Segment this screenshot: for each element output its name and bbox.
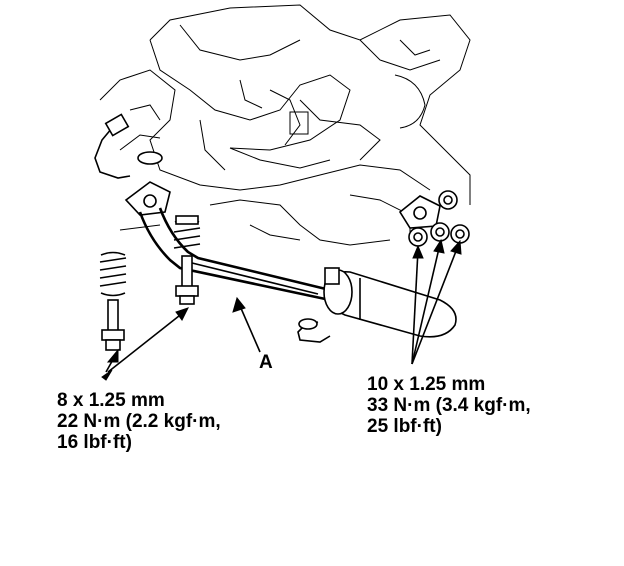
front-pipe-flange <box>124 181 171 216</box>
right-spec-line-2: 33 N·m (3.4 kgf·m, <box>367 395 531 416</box>
right-spec-line-3: 25 lbf·ft) <box>367 416 442 437</box>
rear-flange-nuts <box>398 190 470 247</box>
exhaust-pipe-a <box>138 207 331 302</box>
right-torque-leaders <box>411 238 462 365</box>
left-torque-leaders <box>101 307 189 381</box>
spring-bolt-left <box>99 251 127 351</box>
right-spec-line-1: 10 x 1.25 mm <box>367 374 486 395</box>
engine-background <box>99 4 471 246</box>
callout-letter-a: A <box>259 352 273 373</box>
left-spec-line-3: 16 lbf·ft) <box>57 432 132 453</box>
callout-a-leader <box>232 296 261 353</box>
oxygen-sensor-upper <box>94 113 163 179</box>
spring-bolt-center <box>173 215 201 305</box>
oxygen-sensor-lower <box>297 318 331 343</box>
catalytic-converter <box>323 267 457 338</box>
left-spec-line-2: 22 N·m (2.2 kgf·m, <box>57 411 221 432</box>
left-spec-line-1: 8 x 1.25 mm <box>57 390 165 411</box>
